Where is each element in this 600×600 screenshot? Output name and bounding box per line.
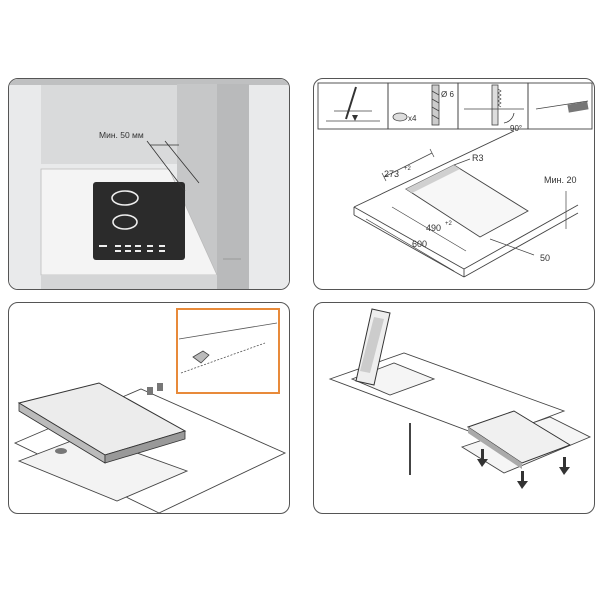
screw-detail: x4 Ø 6 (392, 84, 454, 126)
burner-rear-icon (111, 190, 139, 206)
dim-490 (391, 206, 467, 252)
tall-cabinet-side (217, 84, 249, 289)
clamp-2-icon (157, 383, 163, 391)
clearance-illustration: Мин. 50 мм (9, 79, 289, 289)
worktop-outline (353, 130, 579, 278)
control-panel (99, 245, 165, 252)
depth-cut-label: 273 (384, 169, 399, 179)
detail-box-1 (317, 82, 389, 130)
jigsaw-detail: 90° (464, 84, 524, 133)
drill-bit-icon (431, 84, 440, 126)
clearance-label: Мин. 50 мм (99, 130, 144, 140)
hob-edge (468, 427, 522, 469)
screw-count: x4 (408, 114, 417, 123)
clamp-bracket-icon (192, 350, 210, 364)
dim-50-leader (489, 238, 535, 256)
cutout-drawing: x4 Ø 6 90° (317, 82, 593, 278)
clearance-line-wall (164, 140, 200, 184)
panel-cutout-dimensions: x4 Ø 6 90° (313, 78, 595, 290)
screw-icon (392, 112, 408, 122)
detail-strip (317, 82, 593, 130)
jigsaw-blade-icon (491, 84, 499, 126)
depth-cut-mark: +2 (404, 166, 412, 172)
upper-cabinet (9, 79, 289, 85)
clamp-3-icon (55, 448, 67, 454)
dropin-illustration (328, 308, 592, 489)
angle-arc (503, 112, 515, 124)
front-offset-label: 50 (540, 253, 550, 263)
width-cut-mark: +2 (445, 221, 453, 227)
min-thickness-label: Мин. 20 (544, 175, 577, 185)
down-arrows (477, 449, 570, 489)
saw-cut-detail (326, 86, 380, 122)
worktop-depth-label: 600 (412, 239, 427, 249)
cutout-inner-wall (406, 165, 460, 193)
clamp-illustration (13, 308, 287, 513)
dimension-lines (365, 148, 567, 272)
left-cutout (350, 362, 436, 396)
worktop-front-edge (41, 275, 217, 289)
radius-leader (453, 158, 471, 166)
dim-273 (383, 152, 433, 178)
drill-diameter: Ø 6 (441, 90, 454, 99)
hob-lid-inner (360, 317, 384, 373)
sealant-detail (535, 100, 589, 113)
burner-front-icon (112, 214, 138, 230)
clearance-line-hob (146, 140, 186, 192)
sealant-tube-icon (567, 101, 589, 113)
inset-screw-line (180, 342, 266, 374)
panel-clearance-view: Мин. 50 мм (8, 78, 290, 290)
clamp-1-icon (147, 387, 153, 395)
angle-label: 90° (510, 124, 522, 133)
radius-label: R3 (472, 153, 484, 163)
dim-600 (365, 218, 455, 272)
panel-clamp-install (8, 302, 290, 514)
panel-dropin-install (313, 302, 595, 514)
detail-box-4 (527, 82, 593, 130)
hob-glass (93, 182, 185, 260)
width-cut-label: 490 (426, 223, 441, 233)
clamp-detail-inset (176, 308, 280, 394)
hob-edge-side (104, 430, 186, 464)
